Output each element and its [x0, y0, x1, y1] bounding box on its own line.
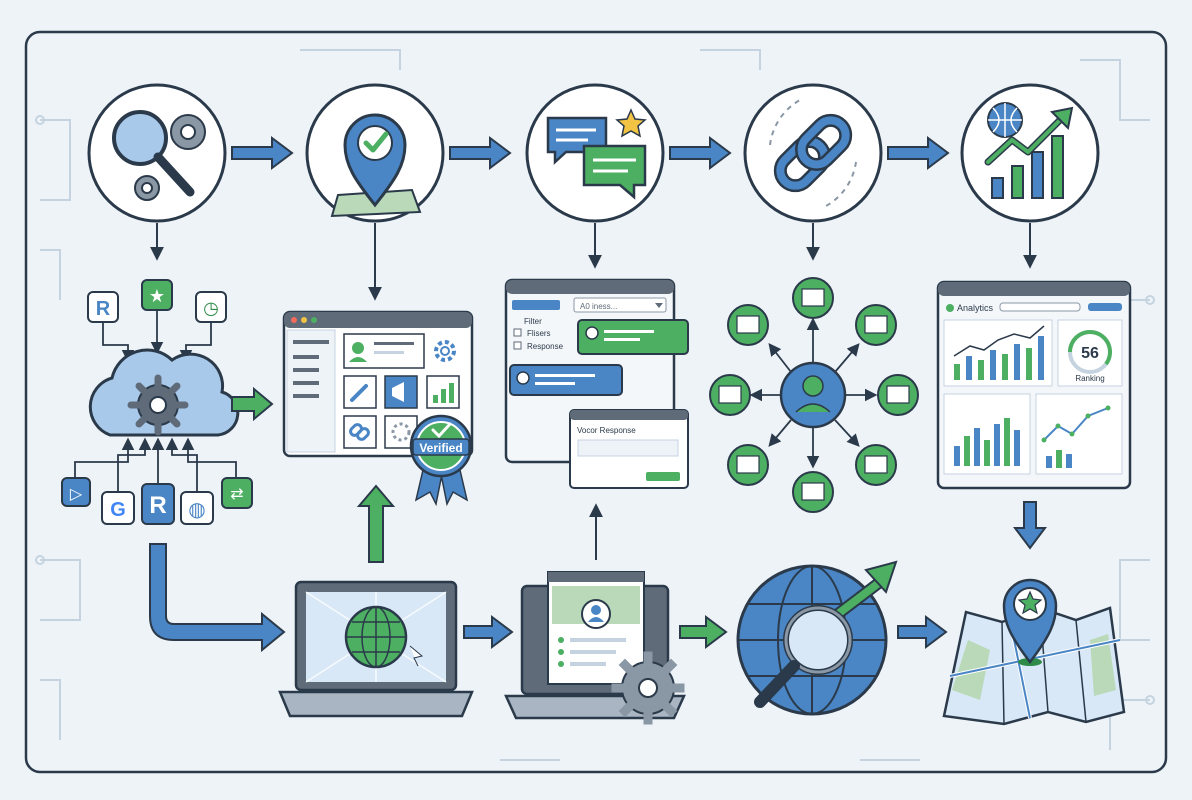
- down-connectors: [150, 223, 1037, 301]
- source-play-icon: ▷: [70, 486, 83, 503]
- link-icon: [349, 423, 370, 441]
- filter-option-flisers: Flisers: [527, 329, 551, 338]
- magnifier-gears-icon: [87, 83, 227, 223]
- arrow-laptop1-laptop2: [463, 615, 514, 649]
- source-r-icon: R: [96, 298, 111, 320]
- user-network-icon: [709, 277, 919, 513]
- verified-badge-label: Verified: [419, 441, 462, 455]
- bar-chart-icon: [433, 383, 454, 403]
- source-google-icon: G: [110, 499, 126, 521]
- verified-badge: Verified: [409, 414, 473, 507]
- source-clock-icon: ◷: [203, 298, 219, 318]
- source-bottom-connectors: [74, 437, 237, 492]
- diagram-frame: [24, 30, 1168, 774]
- chevron-down-icon: [655, 303, 663, 308]
- arrow-step2-step3: [449, 136, 512, 170]
- arrow-globe-map: [897, 615, 948, 649]
- gear-icon: [434, 340, 456, 362]
- source-r2-icon: R: [149, 492, 166, 519]
- chat-bubbles-star-icon: [525, 83, 665, 223]
- location-pin-check-icon: [305, 83, 445, 223]
- source-sync-icon: ⇄: [230, 486, 243, 503]
- arrow-step1-step2: [231, 136, 294, 170]
- laptop-globe-icon: [278, 580, 474, 718]
- reviews-dropdown: A0 iness...: [580, 302, 617, 311]
- wrench-icon: [350, 384, 368, 402]
- arrow-step4-step5: [887, 136, 950, 170]
- filter-label: Filter: [524, 317, 542, 326]
- arrow-laptop2-globe: [679, 615, 728, 649]
- gear-icon: [611, 651, 685, 725]
- analytics-title: Analytics: [957, 303, 994, 313]
- response-dialog-title: Vocor Response: [577, 426, 636, 435]
- map-pin-star-icon: [942, 578, 1126, 726]
- analytics-dashboard-panel: Analytics 56 Ranking: [936, 280, 1132, 490]
- cloud-gear-icon: [88, 348, 240, 437]
- source-web-icon: ◍: [188, 499, 205, 521]
- chain-link-icon: [743, 83, 883, 223]
- source-icons-bottom: ▷ G R ◍ ⇄: [61, 477, 253, 525]
- arrow-step3-step4: [669, 136, 732, 170]
- review-management-panel: A0 iness... Filter Flisers Response Voco…: [504, 278, 689, 489]
- filter-option-response: Response: [527, 342, 564, 351]
- ranking-label: Ranking: [1075, 374, 1104, 383]
- globe-growth-chart-icon: [960, 83, 1100, 223]
- arrow-analytics-map: [1013, 501, 1047, 550]
- arrow-sources-laptop: [149, 543, 286, 653]
- laptop-profile-gear-icon: [504, 571, 686, 725]
- arrow-laptop-dashboard: [356, 484, 396, 563]
- source-star-icon: ★: [149, 286, 165, 306]
- ranking-score: 56: [1081, 345, 1099, 362]
- source-top-connectors: [102, 310, 212, 363]
- globe-magnifier-arrow-icon: [736, 560, 898, 716]
- arrow-cloud-dashboard: [231, 386, 274, 422]
- megaphone-icon: [392, 382, 404, 402]
- analytics-bar-chart: [954, 336, 1044, 380]
- top-row-arrows: [231, 136, 950, 170]
- source-icons-top: R ★ ◷: [87, 279, 227, 323]
